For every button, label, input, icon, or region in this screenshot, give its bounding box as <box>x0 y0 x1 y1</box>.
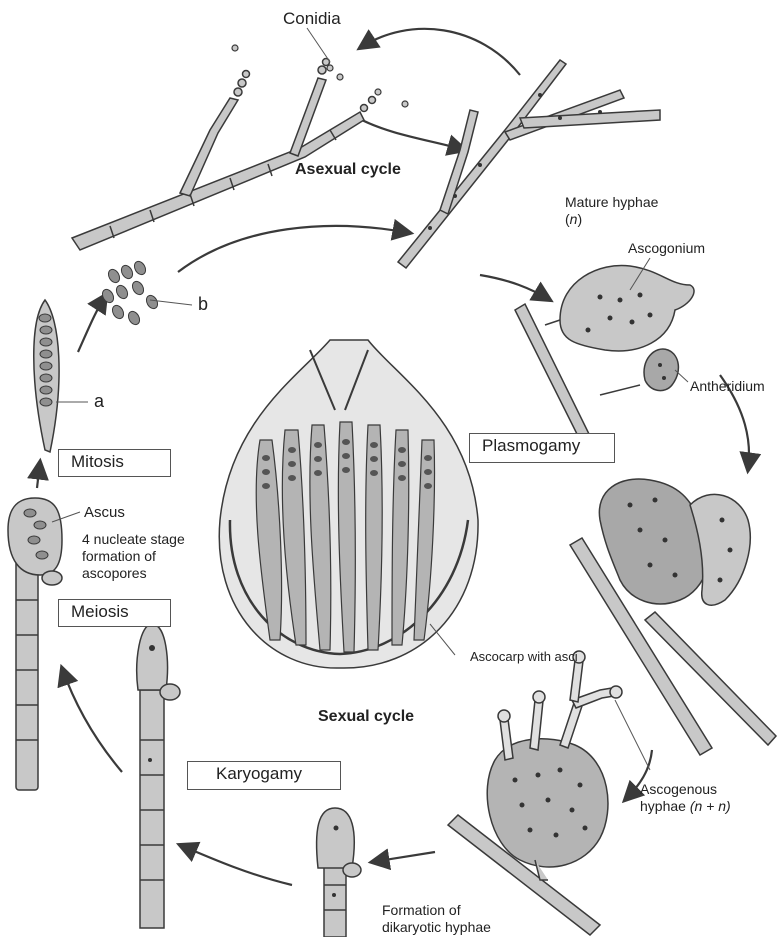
ascospores-cluster <box>100 259 160 326</box>
four-nucleate-label: 4 nucleate stage formation of ascopores <box>82 531 185 582</box>
karyogamy-box: Karyogamy <box>187 761 341 790</box>
asexual-cycle-label: Asexual cycle <box>295 161 401 178</box>
arrow-meiosis-to-mitosis <box>37 462 40 488</box>
a-label: a <box>94 393 104 410</box>
mitosis-box: Mitosis <box>58 449 171 477</box>
meiosis-box: Meiosis <box>58 599 171 627</box>
ascogonium-illustration <box>515 265 694 440</box>
plasmogamy-box: Plasmogamy <box>469 433 615 463</box>
young-ascus-illustration <box>8 498 62 790</box>
arrow-mature-to-conidia <box>360 29 520 75</box>
ascogenous-hyphae-illustration <box>448 651 622 935</box>
ascus-label: Ascus <box>84 504 125 521</box>
four-nucleate-line1: 4 nucleate stage <box>82 531 185 547</box>
b-label: b <box>198 296 208 313</box>
ascocarp-pointer <box>430 624 455 655</box>
arrow-dikaryotic-to-karyogamy <box>180 845 292 885</box>
sexual-cycle-label: Sexual cycle <box>318 708 414 725</box>
dikaryotic-hyphae-illustration <box>317 808 361 937</box>
ascocarp-illustration <box>219 340 478 668</box>
dikaryotic-line2: dikaryotic hyphae <box>382 919 491 935</box>
karyogamy-illustration <box>137 624 180 928</box>
arrow-ascus-to-spores <box>78 295 106 352</box>
plasmogamy-illustration <box>570 479 776 755</box>
mature-ascus-illustration <box>34 300 59 452</box>
ascogenous-label: Ascogenous hyphae (n + n) <box>640 781 731 815</box>
mature-hyphae-illustration <box>398 60 660 268</box>
conidiophore-illustration <box>72 59 376 251</box>
ascogenous-line1: Ascogenous <box>640 781 717 797</box>
four-nucleate-line2: formation of <box>82 548 156 564</box>
dikaryotic-label: Formation of dikaryotic hyphae <box>382 902 491 936</box>
ascogenous-ploidy: (n + n) <box>690 798 731 814</box>
arrow-mature-to-ascogonium <box>480 275 550 300</box>
mature-hyphae-text: Mature hyphae <box>565 194 658 210</box>
antheridium-label: Antheridium <box>690 378 765 395</box>
arrow-conidia-to-mature <box>358 118 465 150</box>
ascocarp-label: Ascocarp with asci <box>470 648 578 665</box>
mature-hyphae-ploidy: n <box>570 211 578 227</box>
mature-hyphae-label: Mature hyphae(n) <box>565 194 658 228</box>
arrow-spores-to-mature <box>178 226 410 272</box>
ascogenous-pointer <box>615 700 650 770</box>
ascogenous-line2: hyphae <box>640 798 690 814</box>
four-nucleate-line3: ascopores <box>82 565 147 581</box>
conidia-label: Conidia <box>283 10 341 27</box>
ascogonium-label: Ascogonium <box>628 240 705 257</box>
arrow-karyogamy-to-meiosis <box>62 668 122 772</box>
dikaryotic-line1: Formation of <box>382 902 461 918</box>
arrow-ascogenous-to-dikaryotic <box>372 852 435 862</box>
conidia-pointer <box>307 28 330 62</box>
